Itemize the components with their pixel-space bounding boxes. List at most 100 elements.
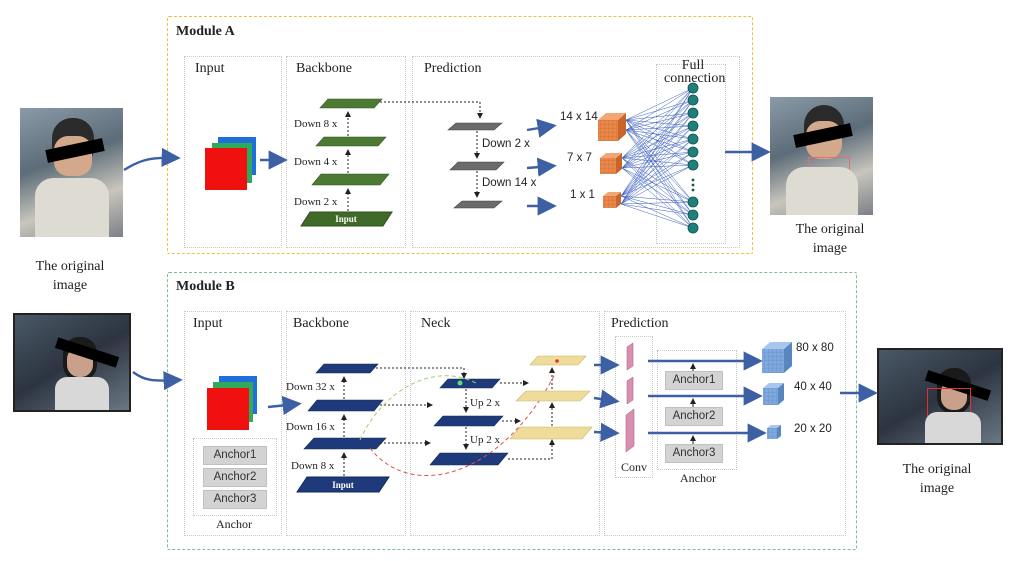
b-layer-1: [315, 363, 379, 374]
b-cube-20: [767, 425, 781, 439]
fc-node: [687, 222, 699, 234]
a-cube-1: [603, 192, 621, 208]
fc-node: [687, 82, 699, 94]
prediction-anchor-caption: Anchor: [680, 471, 716, 485]
module-b-input-title: Input: [193, 316, 223, 331]
fc-edge: [621, 99, 694, 159]
b-grid-20: 20 x 20: [794, 423, 832, 435]
a-input-stack: [205, 137, 256, 190]
fc-edge: [621, 87, 694, 169]
fc-edge: [620, 112, 694, 197]
a-backbone-down-4: Down 4 x: [294, 156, 338, 168]
fc-edge: [621, 87, 694, 159]
a-cube-7: [600, 153, 622, 174]
b-cube-40: [763, 383, 784, 405]
a-backbone-down-2: Down 2 x: [294, 196, 338, 208]
module-b-backbone-panel: [286, 311, 406, 536]
module-b-backbone-title: Backbone: [293, 316, 349, 331]
fc-edge: [625, 119, 694, 127]
fc-edge: [621, 157, 694, 166]
fc-edge: [621, 167, 694, 203]
full-connection-title: Full connection: [664, 58, 726, 86]
a-pred-layer-1: [447, 122, 503, 131]
fc-node: [687, 133, 699, 145]
a-pred-layer-2: [449, 161, 505, 171]
fc-edge: [625, 129, 694, 203]
fc-edge: [620, 203, 694, 229]
a-layer-1: [319, 98, 383, 109]
fc-edge: [625, 99, 694, 121]
fc-edge: [625, 119, 694, 229]
b-neck-up-2-b: Up 2 x: [470, 434, 500, 446]
b-input-layer-label: Input: [332, 480, 354, 490]
module-a-input-photo: [20, 108, 123, 237]
conv-bar-3: [625, 408, 635, 453]
fc-edge: [625, 129, 694, 166]
input-anchor-2: Anchor2: [203, 468, 267, 487]
fc-edge: [625, 112, 694, 121]
fc-node: [687, 209, 699, 221]
fc-edge: [620, 138, 694, 205]
module-a-input-title: Input: [195, 61, 225, 76]
module-b-input-photo: [13, 313, 131, 412]
fc-edge: [620, 125, 694, 205]
fc-edge: [621, 167, 694, 216]
b-backbone-down-8: Down 8 x: [291, 460, 335, 472]
module-a-input-panel: [184, 56, 282, 248]
a-pred-down-2: Down 2 x: [482, 138, 530, 150]
a-layer-3: [311, 173, 390, 186]
fc-edge: [620, 87, 694, 205]
b-backbone-down-32: Down 32 x: [286, 381, 335, 393]
fc-node: [687, 107, 699, 119]
fc-edge: [625, 125, 694, 131]
a-layer-2: [315, 136, 387, 147]
fc-node: [687, 159, 699, 171]
neck-tan-2: [515, 390, 591, 402]
module-b-prediction-title: Prediction: [611, 316, 669, 331]
conv-bar-2: [626, 376, 634, 405]
a-grid-1: 1 x 1: [570, 189, 595, 201]
b-layer-2: [307, 399, 384, 412]
neck-layer-1: [439, 378, 501, 389]
fc-edge: [620, 99, 694, 197]
a-input-layer: [300, 211, 393, 227]
fc-edge: [620, 112, 694, 205]
fc-edge: [620, 164, 694, 205]
b-cube-80: [762, 342, 792, 373]
a-cube-14: [598, 113, 626, 141]
a-grid-14: 14 x 14: [560, 111, 598, 123]
fc-edge: [625, 87, 694, 121]
fc-edge: [621, 157, 694, 229]
a-grid-7: 7 x 7: [567, 152, 592, 164]
a-pred-down-14: Down 14 x: [482, 177, 537, 189]
module-b-title: Module B: [176, 279, 235, 294]
fc-edge: [621, 125, 694, 159]
prediction-anchor-3: Anchor3: [665, 444, 723, 463]
fc-edge: [621, 99, 694, 169]
b-backbone-down-16: Down 16 x: [286, 421, 335, 433]
fc-edge: [621, 112, 694, 169]
a-pred-layer-3: [453, 200, 503, 209]
conv-bar-1: [626, 342, 634, 371]
fc-edge: [620, 195, 694, 229]
module-b-frame: [167, 272, 857, 550]
b-grid-80: 80 x 80: [796, 342, 834, 354]
module-b-output-photo: [877, 348, 1003, 445]
prediction-anchor-1: Anchor1: [665, 371, 723, 390]
module-b-neck-title: Neck: [421, 316, 451, 331]
fc-edge: [621, 112, 694, 159]
fc-node: [687, 196, 699, 208]
b-input-layer: [296, 476, 390, 493]
fc-edge: [621, 151, 694, 169]
a-input-layer-label: Input: [335, 214, 357, 224]
fc-edge: [625, 119, 694, 166]
input-anchor-3: Anchor3: [203, 490, 267, 509]
fc-edge: [620, 151, 694, 205]
fc-ellipsis: [691, 178, 695, 192]
b-grid-40: 40 x 40: [794, 381, 832, 393]
fc-edge: [625, 119, 694, 153]
b-input-stack: [207, 376, 257, 430]
